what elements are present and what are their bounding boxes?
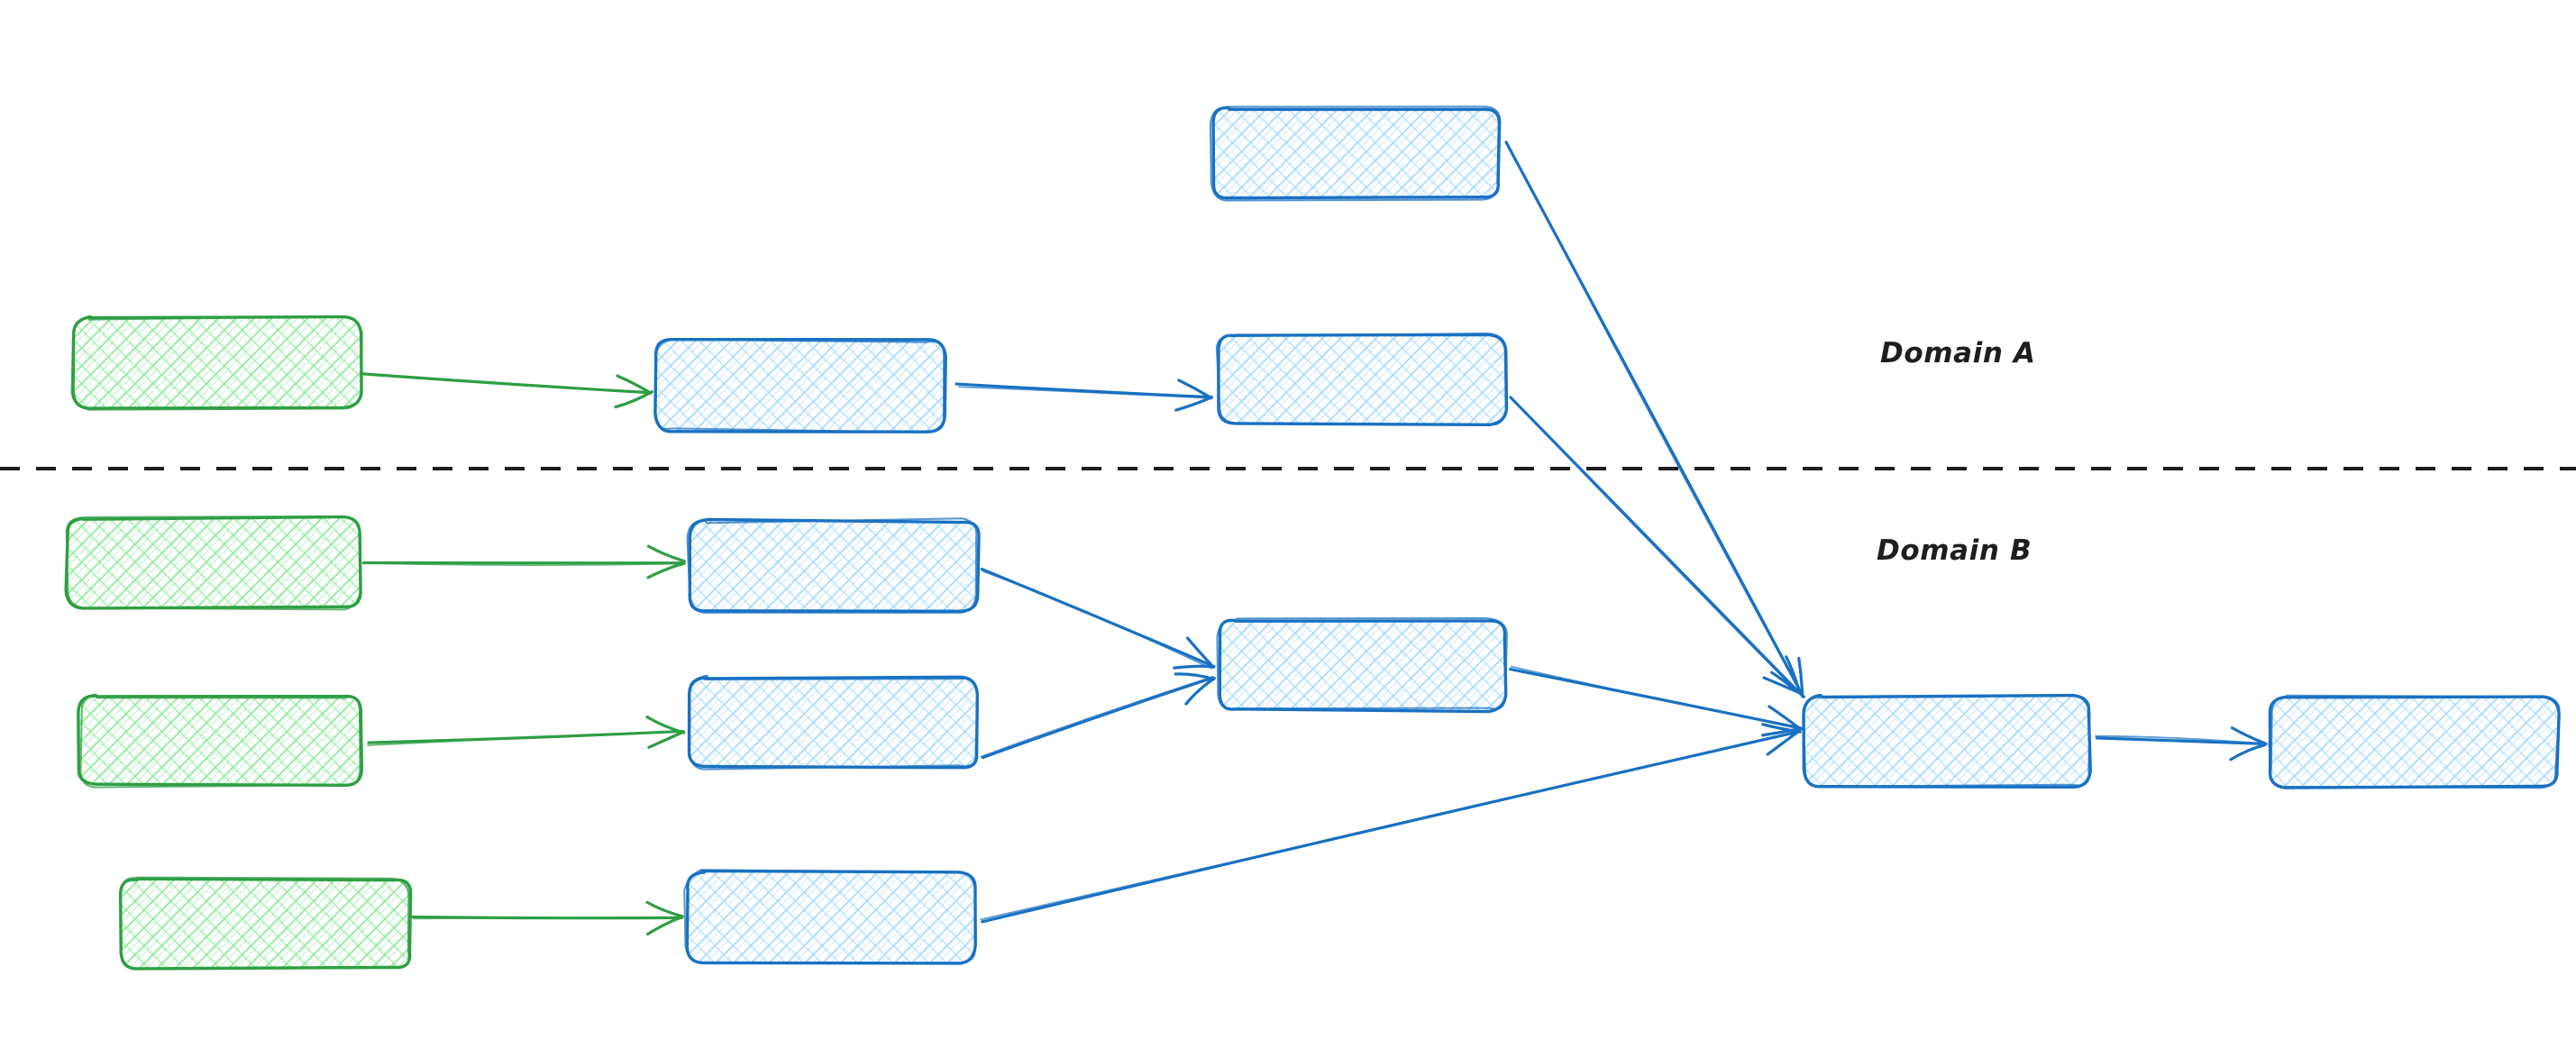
node-outline <box>689 674 979 771</box>
edge-e2[interactable] <box>955 379 1213 412</box>
edge-arrowhead <box>616 374 653 395</box>
node-fill <box>79 696 361 785</box>
edge-shaft <box>2095 734 2270 745</box>
node-b-src-3[interactable] <box>118 876 413 971</box>
node-b-sink-1[interactable] <box>2268 694 2561 789</box>
node-fill <box>1212 108 1499 198</box>
edge-arrowhead <box>645 900 684 918</box>
node-a-src-1[interactable] <box>70 315 363 411</box>
edge-arrowhead <box>645 916 682 936</box>
edge-arrowhead <box>1184 677 1216 706</box>
edge-shaft <box>958 386 1212 399</box>
edge-arrowhead <box>1768 705 1803 731</box>
edge-arrowhead <box>1761 726 1804 737</box>
edge-shaft <box>980 676 1214 758</box>
edge-arrowhead <box>1766 729 1800 756</box>
node-b-proc-3[interactable] <box>683 869 977 965</box>
node-fill <box>687 872 975 962</box>
edge-e9[interactable] <box>980 672 1216 760</box>
edge-arrowhead <box>1185 636 1215 669</box>
edge-arrowhead <box>2230 726 2268 745</box>
node-fill <box>1219 334 1505 424</box>
node-outline <box>70 315 363 411</box>
node-fill <box>74 318 361 407</box>
edge-arrowhead <box>645 716 686 734</box>
edge-e7[interactable] <box>411 900 684 936</box>
node-outline <box>683 869 976 964</box>
edge-shaft <box>362 372 653 393</box>
edge-arrowhead <box>647 730 685 749</box>
node-b-src-2[interactable] <box>77 693 364 789</box>
node-outline <box>79 693 361 789</box>
edge-arrowhead <box>1174 396 1212 412</box>
edge-e12[interactable] <box>2095 726 2270 762</box>
node-a-proc-2[interactable] <box>1215 333 1509 426</box>
node-outline <box>1802 694 2091 788</box>
node-outline <box>120 876 410 970</box>
node-b-src-1[interactable] <box>64 515 362 611</box>
node-b-proc-1[interactable] <box>686 517 981 614</box>
node-a-proc-1[interactable] <box>653 337 947 433</box>
edge-e10[interactable] <box>1508 665 1804 737</box>
edge-shaft <box>980 731 1800 921</box>
edge-arrowhead <box>1785 655 1801 693</box>
edge-e3[interactable] <box>1504 140 1805 699</box>
edge-arrowhead <box>1177 379 1213 400</box>
node-fill <box>67 518 360 607</box>
node-fill <box>690 678 978 768</box>
edge-shaft <box>981 676 1215 760</box>
node-outline <box>1218 618 1508 714</box>
edge-shaft <box>413 917 683 920</box>
edge-shaft <box>955 382 1213 399</box>
edge-arrowhead <box>1797 656 1804 698</box>
edge-shaft <box>1505 140 1804 699</box>
edge-shaft <box>982 570 1213 670</box>
edge-shaft <box>1510 665 1802 728</box>
node-outline <box>653 338 945 433</box>
edge-arrowhead <box>614 390 653 409</box>
node-outline <box>1211 105 1502 200</box>
edge-shaft <box>361 561 684 566</box>
edge-arrowhead <box>1762 676 1802 695</box>
node-fill <box>1219 620 1505 710</box>
edge-e8[interactable] <box>980 567 1216 670</box>
node-a-proc-0[interactable] <box>1209 105 1502 202</box>
domain-b-label: Domain B <box>1877 534 2032 567</box>
node-fill <box>1804 697 2089 787</box>
edge-arrowhead <box>1761 723 1802 734</box>
edge-e5[interactable] <box>361 544 686 579</box>
node-outline <box>65 515 361 611</box>
node-outline <box>688 517 981 613</box>
node-outline <box>2270 694 2561 789</box>
edge-e11[interactable] <box>980 723 1802 924</box>
edge-arrowhead <box>1174 672 1215 680</box>
edge-arrowhead <box>2229 743 2267 762</box>
node-fill <box>690 521 978 611</box>
node-outline <box>1215 333 1509 426</box>
node-b-merge-1[interactable] <box>1216 616 1508 714</box>
edge-shaft <box>366 730 684 747</box>
domain-a-label: Domain A <box>1880 337 2036 369</box>
edge-shaft <box>1510 397 1799 694</box>
node-outline <box>1209 105 1502 202</box>
node-fill <box>122 879 410 969</box>
node-fill <box>2270 697 2558 787</box>
node-fill <box>656 341 945 431</box>
node-outline <box>1216 616 1508 710</box>
edge-arrowhead <box>646 544 686 563</box>
edge-e4[interactable] <box>1509 396 1802 695</box>
edge-e6[interactable] <box>366 716 686 749</box>
edge-e1[interactable] <box>360 372 653 409</box>
node-b-proc-2[interactable] <box>687 674 980 771</box>
edge-arrowhead <box>646 561 686 579</box>
edge-arrowhead <box>1173 664 1214 670</box>
node-outline <box>686 517 978 614</box>
node-b-merge-2[interactable] <box>1802 693 2092 789</box>
edge-arrowhead <box>1770 670 1805 698</box>
